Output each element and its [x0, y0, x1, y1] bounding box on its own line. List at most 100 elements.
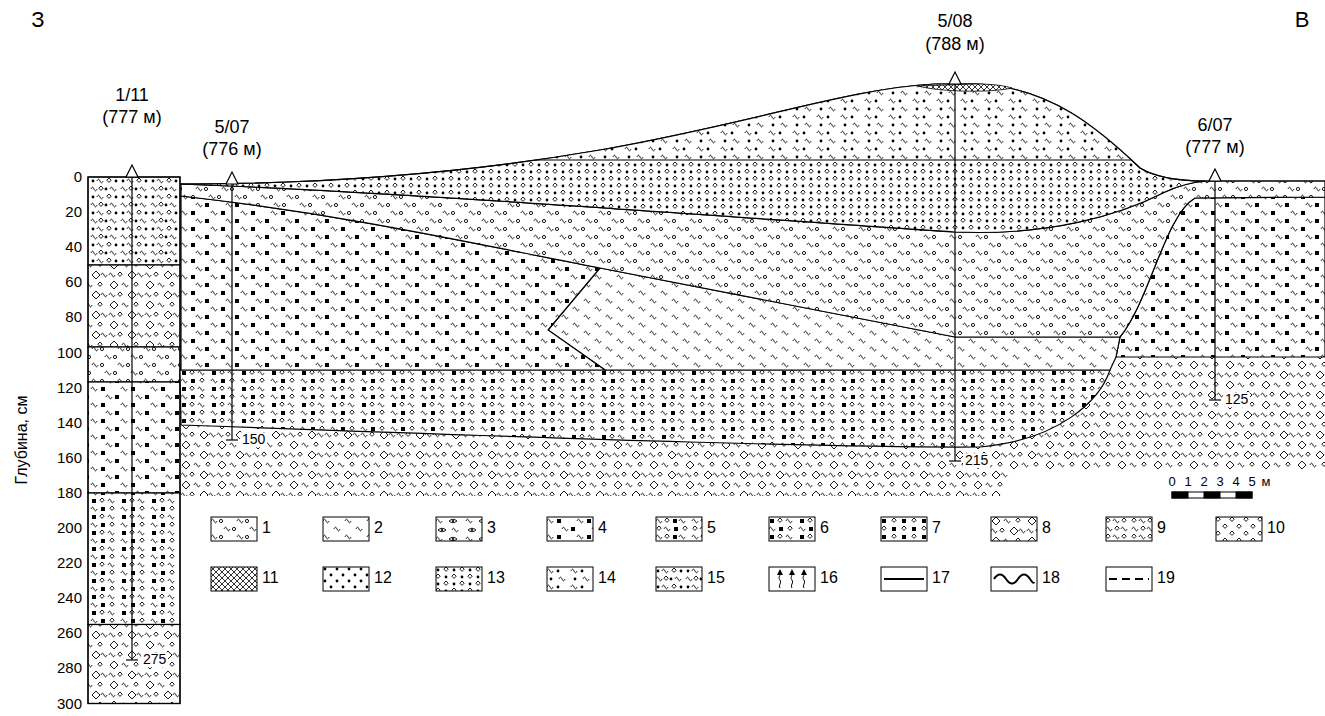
scale-number: 0 — [1168, 475, 1175, 489]
legend-number: 3 — [487, 519, 496, 537]
borehole-elevation: (788 м) — [925, 35, 984, 55]
depth-tick-label: 180 — [57, 485, 82, 502]
legend-swatch — [768, 516, 816, 542]
soil-layer — [88, 265, 180, 347]
legend-swatch — [435, 516, 483, 542]
legend-number: 13 — [487, 569, 505, 587]
legend-swatch — [322, 516, 370, 542]
depth-tick-label: 280 — [57, 660, 82, 677]
legend-swatch — [210, 516, 258, 542]
depth-tick-label: 260 — [57, 625, 82, 642]
borehole-column — [88, 177, 180, 704]
borehole-depth: 125 — [1223, 392, 1250, 407]
scale-unit: м — [1262, 475, 1271, 489]
depth-tick-label: 240 — [57, 590, 82, 607]
legend-swatch — [655, 516, 703, 542]
legend-number: 2 — [374, 519, 383, 537]
soil-layer — [88, 347, 180, 382]
depth-tick-label: 40 — [65, 239, 82, 256]
borehole-bottom — [949, 460, 961, 461]
legend-number: 1 — [262, 519, 271, 537]
legend-number: 6 — [820, 519, 829, 537]
ground-surface — [180, 84, 1325, 184]
legend-number: 18 — [1042, 569, 1060, 587]
legend-number: 7 — [932, 519, 941, 537]
legend-number: 8 — [1042, 519, 1051, 537]
scale-bar — [1172, 492, 1252, 498]
legend-swatch — [1215, 516, 1263, 542]
soil-layer — [180, 60, 1230, 160]
axis-title: Глубина, см — [13, 395, 31, 484]
borehole-triangle — [126, 165, 138, 177]
borehole-line — [1214, 181, 1215, 400]
scale-number: 2 — [1200, 475, 1207, 489]
legend-number: 10 — [1267, 519, 1285, 537]
legend-swatch — [322, 566, 370, 592]
borehole-line — [954, 84, 955, 461]
legend-swatch — [655, 566, 703, 592]
legend-number: 19 — [1157, 569, 1175, 587]
borehole-depth: 215 — [963, 453, 990, 468]
legend-number: 14 — [598, 569, 616, 587]
borehole-elevation: (776 м) — [202, 140, 261, 160]
borehole-number: 5/07 — [214, 118, 249, 138]
depth-tick-label: 0 — [74, 169, 82, 186]
depth-tick-label: 200 — [57, 520, 82, 537]
legend-swatch — [1105, 566, 1153, 592]
soil-layer — [88, 382, 180, 493]
legend-number: 5 — [707, 519, 716, 537]
borehole-line — [231, 184, 232, 440]
direction-label: З — [31, 8, 44, 32]
borehole-line — [131, 177, 132, 660]
legend-swatch — [210, 566, 258, 592]
depth-tick-label: 80 — [65, 309, 82, 326]
borehole-number: 6/07 — [1197, 116, 1232, 136]
scale-number: 3 — [1216, 475, 1223, 489]
soil-layer — [88, 493, 180, 625]
legend-number: 9 — [1157, 519, 1166, 537]
legend-swatch — [880, 516, 928, 542]
depth-tick-label: 60 — [65, 274, 82, 291]
borehole-bottom — [226, 439, 238, 440]
depth-tick-label: 120 — [57, 379, 82, 396]
depth-tick-label: 220 — [57, 555, 82, 572]
borehole-bottom — [126, 659, 138, 660]
scale-number: 4 — [1232, 475, 1239, 489]
depth-tick-label: 140 — [57, 414, 82, 431]
legend-number: 15 — [707, 569, 725, 587]
scale-number: 5 — [1248, 475, 1255, 489]
borehole-bottom — [1209, 399, 1221, 400]
turf-cap — [918, 84, 1012, 91]
borehole-triangle — [1209, 169, 1221, 181]
borehole-number: 5/08 — [937, 12, 972, 32]
borehole-marks — [126, 72, 1221, 660]
depth-tick-label: 300 — [57, 695, 82, 712]
legend-number: 16 — [820, 569, 838, 587]
legend-number: 12 — [374, 569, 392, 587]
legend-swatch — [880, 566, 928, 592]
soil-layer — [88, 177, 180, 265]
borehole-triangle — [949, 72, 961, 84]
legend-swatch — [1105, 516, 1153, 542]
borehole-number: 1/11 — [115, 86, 149, 106]
legend-swatch — [546, 566, 594, 592]
layer-boundary — [180, 159, 1230, 160]
legend-swatch — [768, 566, 816, 592]
legend-number: 11 — [262, 569, 279, 587]
soil-layer — [88, 625, 180, 704]
depth-tick-label: 20 — [65, 204, 82, 221]
depth-tick-label: 160 — [57, 450, 82, 467]
borehole-depth: 275 — [141, 652, 168, 667]
legend-number: 4 — [598, 519, 607, 537]
depth-tick-label: 100 — [57, 344, 82, 361]
borehole-depth: 150 — [240, 432, 267, 447]
borehole-elevation: (777 м) — [102, 108, 161, 128]
borehole-triangle — [226, 172, 238, 184]
scale-number: 1 — [1184, 475, 1191, 489]
direction-label: В — [1295, 8, 1310, 32]
legend-swatch — [435, 566, 483, 592]
soil-layer — [180, 370, 1110, 447]
legend-number: 17 — [932, 569, 950, 587]
